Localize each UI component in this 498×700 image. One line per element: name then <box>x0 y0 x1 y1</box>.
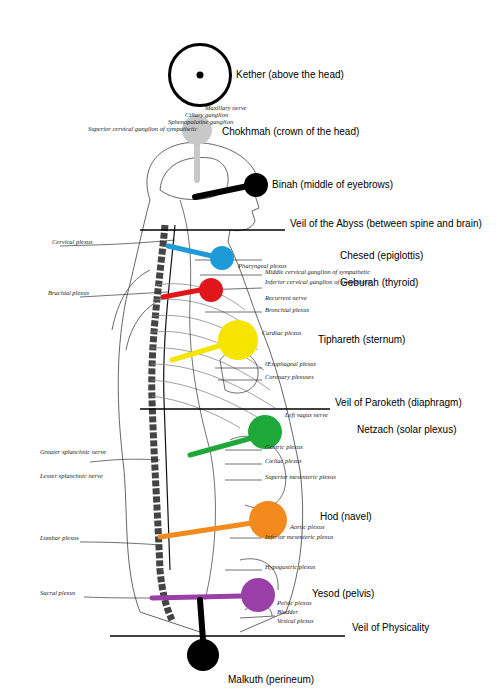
sephirah-label: Hod (navel) <box>320 511 372 523</box>
veil-label: Veil of Paroketh (diaphragm) <box>335 397 462 409</box>
anatomy-label: Vesical plexus <box>277 617 314 625</box>
veil-lines <box>110 230 345 636</box>
hod-leader <box>160 523 252 537</box>
rib <box>151 348 270 390</box>
anatomy-label: Recurrent nerve <box>265 294 307 302</box>
anatomy-label: Cœliac plexus <box>265 457 302 465</box>
sephirah-label: Chesed (epiglottis) <box>340 250 423 262</box>
anatomy-label: Sphenopalatine ganglion <box>168 118 233 126</box>
sephirah-label: Kether (above the head) <box>236 69 344 81</box>
sephirah-circle <box>244 173 268 197</box>
anatomy-label: Middle cervical ganglion of sympathetic <box>265 268 370 276</box>
anatomy-label: Cardiac plexus <box>262 329 301 337</box>
chokhmah-stem <box>194 145 200 180</box>
spinal-cord <box>164 225 175 570</box>
rib <box>151 380 262 420</box>
anatomy-label: Aortic plexus <box>290 523 324 531</box>
anatomy-label: Cervical plexus <box>52 238 93 246</box>
circle-shape <box>218 320 258 360</box>
circle-shape <box>244 173 268 197</box>
nerve <box>80 292 168 297</box>
anatomy-label: Bladder <box>277 608 298 616</box>
anatomy-label: Superior cervical ganglion of sympatheti… <box>88 125 197 133</box>
leader-lines <box>152 145 252 640</box>
veil-line <box>110 635 345 637</box>
veil-line <box>140 408 330 410</box>
sephirah-node: Geburah (thyroid) <box>199 278 223 302</box>
sephirah-label: Tiphareth (sternum) <box>318 334 405 346</box>
rib <box>151 364 275 408</box>
chesed-leader <box>168 246 212 256</box>
anatomy-label: Greater splanchnic nerve <box>40 448 106 456</box>
circle-shape <box>199 278 223 302</box>
circle-shape <box>170 45 231 106</box>
anatomy-label: Œsophageal plexus <box>265 360 316 368</box>
nerve <box>80 542 162 545</box>
sephirah-circle <box>199 278 223 302</box>
sephirah-circle <box>187 639 219 671</box>
sephirah-circle <box>168 43 232 107</box>
anatomy-label: Pelvic plexus <box>277 599 311 607</box>
anatomy-label: Sacral plexus <box>40 589 75 597</box>
sephirah-label: Yesod (pelvis) <box>312 588 374 600</box>
sephirah-node: Chesed (epiglottis) <box>210 246 234 270</box>
anatomy-label: Bronchial plexus <box>265 306 309 314</box>
sephirah-label: Binah (middle of eyebrows) <box>272 179 393 191</box>
veil-line <box>140 229 285 231</box>
binah-bar <box>195 186 248 197</box>
geburah-leader <box>163 290 200 297</box>
tiphareth-leader <box>172 345 222 360</box>
anatomy-label: Gastric plexus <box>265 443 303 451</box>
nerve <box>90 459 160 462</box>
sephirah-label: Netzach (solar plexus) <box>357 424 456 436</box>
anatomy-label: Inferior cervical ganglion of sympatheti… <box>265 278 372 286</box>
anatomy-label: Left vagus nerve <box>285 411 328 419</box>
ribs <box>151 284 275 428</box>
circle-shape <box>210 246 234 270</box>
anatomy-label: Brachial plexus <box>48 289 89 297</box>
sephirah-circle <box>210 246 234 270</box>
rib <box>152 396 240 428</box>
anatomy-label: Inferior mesenteric plexus <box>265 533 333 541</box>
anatomy-label: Hypogastric plexus <box>265 563 315 571</box>
yesod-leader <box>152 596 242 598</box>
sephirah-node: Yesod (pelvis) <box>241 578 275 612</box>
center-dot <box>197 72 204 79</box>
sephirah-circle <box>241 578 275 612</box>
anatomy-label: Lesser splanchnic nerve <box>40 472 103 480</box>
sephirah-node: Malkuth (perineum) <box>187 639 219 671</box>
anatomy-label: Ciliary ganglion <box>185 111 228 119</box>
netzach-leader <box>190 438 252 455</box>
sephirah-circle <box>218 320 258 360</box>
sephirah-node: Tiphareth (sternum) <box>218 320 258 360</box>
circle-shape <box>187 639 219 671</box>
circle-shape <box>241 578 275 612</box>
anatomy-label: Superior mesenteric plexus <box>265 473 336 481</box>
sephirah-node: Kether (above the head) <box>168 43 232 107</box>
anatomy-label: Lumbar plexus <box>40 534 79 542</box>
sephirah-label: Chokhmah (crown of the head) <box>222 126 359 138</box>
anatomy-label: Coronary plexuses <box>265 373 314 381</box>
sephirah-label: Malkuth (perineum) <box>228 674 314 686</box>
anatomy-label: Maxillary nerve <box>205 104 247 112</box>
malkuth-stem <box>200 600 203 640</box>
veil-label: Veil of the Abyss (between spine and bra… <box>290 218 482 230</box>
body-outline <box>112 143 303 632</box>
veil-label: Veil of Physicality <box>352 622 429 634</box>
back-outline <box>118 200 200 632</box>
sephirah-node: Binah (middle of eyebrows) <box>244 173 268 197</box>
